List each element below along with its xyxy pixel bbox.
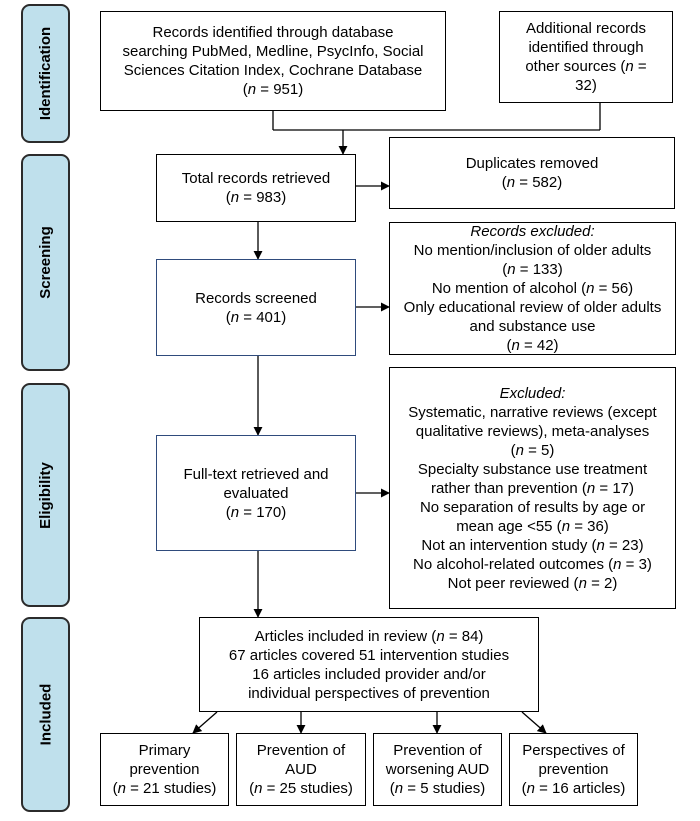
perspectives-count: (n = 16 articles) — [521, 780, 626, 797]
database-records-line: Records identified through database — [152, 24, 394, 41]
phase-screening-label: Screening — [37, 226, 54, 299]
records-excluded-line: (n = 133) — [502, 261, 563, 278]
total-records-count: (n = 983) — [225, 189, 287, 206]
records-screened-count: (n = 401) — [225, 308, 287, 326]
other-records-box: Additional records identified through ot… — [499, 11, 673, 103]
prevention-of-aud-box: Prevention of AUD (n = 25 studies) — [236, 733, 366, 806]
primary-prevention-box: Primary prevention (n = 21 studies) — [100, 733, 229, 806]
fulltext-excluded-line: qualitative reviews), meta-analyses — [415, 422, 650, 440]
database-records-line: Sciences Citation Index, Cochrane Databa… — [123, 62, 423, 79]
records-excluded-line: (n = 42) — [506, 337, 559, 354]
phase-identification-label: Identification — [37, 26, 54, 121]
records-excluded-line: and substance use — [469, 318, 596, 335]
database-records-count: (n = 951) — [242, 81, 304, 98]
perspectives-line: Perspectives of — [522, 742, 625, 759]
fulltext-excluded-box: Excluded: Systematic, narrative reviews … — [389, 367, 676, 609]
prevention-worsening-count: (n = 5 studies) — [389, 780, 486, 797]
fulltext-line: evaluated — [223, 484, 289, 502]
fulltext-excluded-line: (n = 5) — [510, 441, 555, 459]
records-excluded-line: Only educational review of older adults — [403, 299, 662, 316]
other-records-line: identified through — [528, 39, 644, 56]
prevention-worsening-line: worsening AUD — [385, 761, 490, 778]
records-excluded-box: Records excluded: No mention/inclusion o… — [389, 222, 676, 355]
arrow-to-primary — [192, 711, 218, 734]
fulltext-excluded-line: No separation of results by age or — [419, 498, 646, 516]
arrow-to-perspectives — [521, 711, 547, 734]
phase-included: Included — [21, 617, 70, 812]
records-excluded-line: No mention/inclusion of older adults — [413, 242, 652, 259]
total-records-box: Total records retrieved (n = 983) — [156, 154, 356, 222]
phase-eligibility: Eligibility — [21, 383, 70, 607]
total-records-label: Total records retrieved — [181, 170, 331, 187]
articles-included-line: 67 articles covered 51 intervention stud… — [228, 646, 510, 664]
other-records-line: other sources (n = — [525, 58, 647, 75]
fulltext-excluded-line: Systematic, narrative reviews (except — [408, 403, 657, 421]
prevention-aud-line: AUD — [285, 761, 317, 778]
records-screened-box: Records screened (n = 401) — [156, 259, 356, 356]
prevention-aud-line: Prevention of — [256, 742, 346, 759]
fulltext-excluded-line: rather than prevention (n = 17) — [430, 479, 635, 497]
perspectives-of-prevention-box: Perspectives of prevention (n = 16 artic… — [509, 733, 638, 806]
duplicates-label: Duplicates removed — [465, 155, 599, 172]
prevention-aud-count: (n = 25 studies) — [249, 780, 353, 797]
articles-included-line: individual perspectives of prevention — [248, 684, 490, 702]
duplicates-removed-box: Duplicates removed (n = 582) — [389, 137, 675, 209]
fulltext-excluded-line: Not peer reviewed (n = 2) — [447, 574, 618, 592]
records-screened-label: Records screened — [195, 289, 317, 307]
fulltext-count: (n = 170) — [225, 503, 287, 521]
prevention-of-worsening-aud-box: Prevention of worsening AUD (n = 5 studi… — [373, 733, 502, 806]
primary-prevention-line: prevention — [129, 761, 200, 778]
phase-included-label: Included — [37, 683, 55, 746]
perspectives-line: prevention — [538, 761, 609, 778]
phase-screening: Screening — [21, 154, 70, 371]
records-excluded-heading: Records excluded: — [470, 223, 595, 240]
records-excluded-line: No mention of alcohol (n = 56) — [431, 280, 634, 297]
primary-prevention-line: Primary — [138, 742, 191, 759]
fulltext-excluded-line: mean age <55 (n = 36) — [456, 517, 609, 535]
articles-included-line: Articles included in review (n = 84) — [254, 627, 484, 645]
primary-prevention-count: (n = 21 studies) — [112, 780, 217, 797]
fulltext-excluded-heading: Excluded: — [499, 384, 566, 402]
fulltext-excluded-line: Not an intervention study (n = 23) — [421, 536, 644, 554]
articles-included-box: Articles included in review (n = 84) 67 … — [199, 617, 539, 712]
phase-eligibility-label: Eligibility — [37, 461, 54, 529]
fulltext-box: Full-text retrieved and evaluated (n = 1… — [156, 435, 356, 551]
phase-identification: Identification — [21, 4, 70, 143]
fulltext-excluded-line: No alcohol-related outcomes (n = 3) — [413, 555, 652, 573]
fulltext-excluded-line: Specialty substance use treatment — [417, 460, 648, 478]
fulltext-line: Full-text retrieved and — [183, 465, 329, 483]
other-records-line: Additional records — [525, 20, 647, 37]
articles-included-line: 16 articles included provider and/or — [252, 665, 486, 683]
database-records-line: searching PubMed, Medline, PsycInfo, Soc… — [122, 43, 424, 60]
database-records-box: Records identified through database sear… — [100, 11, 446, 111]
duplicates-count: (n = 582) — [501, 174, 563, 191]
other-records-count: 32) — [575, 77, 597, 94]
prevention-worsening-line: Prevention of — [393, 742, 482, 759]
